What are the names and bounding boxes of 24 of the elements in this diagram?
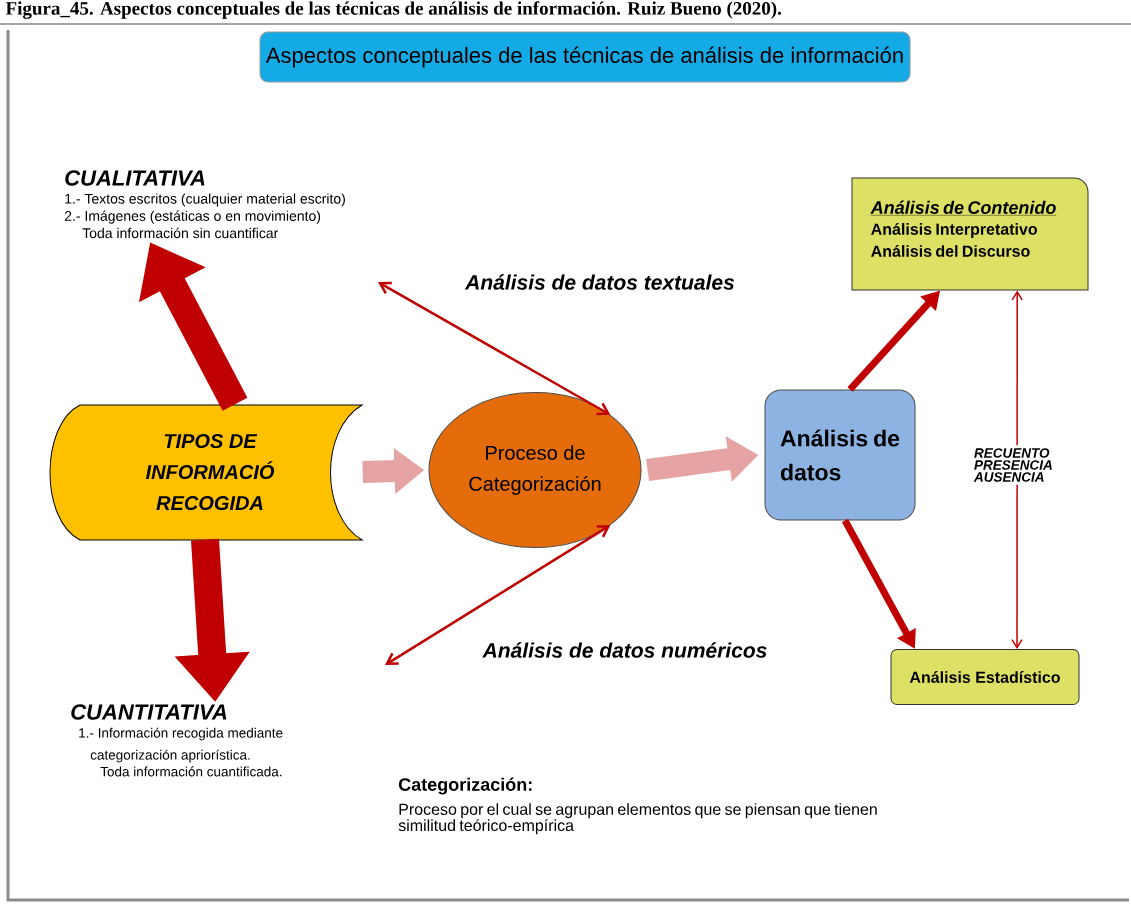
heading: CUALITATIVA bbox=[65, 170, 205, 186]
process-box: Análisis de datos bbox=[764, 389, 916, 521]
arrow bbox=[378, 281, 611, 416]
result-box bbox=[851, 177, 1089, 291]
description: Proceso por el cual se agrupan elementos que se piensan que tienen similitud teórico-empírica bbox=[398, 803, 877, 835]
scroll-shape: TIPOS DE INFORMACIÓ RECOGIDA bbox=[49, 404, 363, 541]
list-item: Toda información sin cuantificar bbox=[82, 227, 279, 239]
edge-label: Análisis de datos numéricos bbox=[480, 640, 770, 660]
heading: Categorización: bbox=[398, 777, 532, 795]
arrow bbox=[385, 525, 611, 665]
figure-caption: Figura_45. Aspectos conceptuales de las técnicas de análisis de información. Ruiz Bueno (2020). bbox=[5, 1, 782, 19]
edge-label: Análisis de datos textuales bbox=[463, 272, 737, 292]
list-item: Toda información cuantificada. bbox=[100, 766, 282, 777]
result-box: Análisis Estadístico bbox=[890, 649, 1080, 705]
arrow bbox=[1011, 290, 1023, 649]
list-item: 2.- Imágenes (estáticas o en movimiento) bbox=[64, 210, 321, 224]
list-item: 1.- Textos escritos (cualquier material escrito) bbox=[65, 193, 345, 207]
list-item: 1.- Información recogida mediante categorización apriorística. bbox=[79, 727, 283, 763]
list-item: Análisis Interpretativo bbox=[871, 222, 1037, 238]
list-item: Análisis del Discurso bbox=[871, 245, 1030, 257]
edge-label: RECUENTO PRESENCIA AUSENCIA bbox=[971, 445, 1061, 485]
heading: Análisis de Contenido bbox=[870, 200, 1057, 216]
heading: CUANTITATIVA bbox=[71, 704, 227, 720]
title-box: Aspectos conceptuales de las técnicas de análisis de información bbox=[259, 31, 911, 83]
